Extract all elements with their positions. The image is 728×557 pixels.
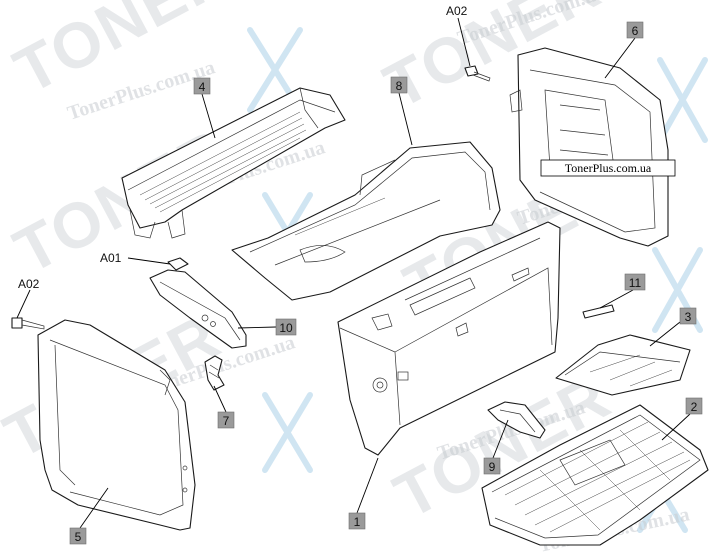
part-5-left-cover (37, 319, 196, 531)
callout-5: 5 (69, 527, 87, 545)
svg-text:1: 1 (354, 515, 361, 529)
tonerplus-badge: TonerPlus.com.ua (540, 159, 676, 177)
part-a01-clip (167, 257, 189, 271)
svg-text:2: 2 (691, 400, 698, 414)
ref-a02-top: A02 (446, 4, 468, 18)
leader-10 (237, 326, 277, 329)
callout-6: 6 (626, 21, 644, 39)
callout-11: 11 (624, 273, 646, 291)
leader-1 (356, 457, 379, 514)
leader-6 (604, 37, 636, 79)
part-4-top-cover (121, 87, 346, 239)
part-a02-top-screw (464, 65, 491, 82)
callout-8: 8 (390, 76, 408, 94)
leader-a02-left (16, 289, 31, 319)
leader-11 (599, 289, 634, 309)
svg-text:6: 6 (632, 24, 639, 38)
leader-a01 (127, 257, 171, 265)
ref-a02-left: A02 (18, 277, 40, 291)
callout-4: 4 (193, 77, 211, 95)
leader-3 (649, 321, 681, 347)
callout-7: 7 (217, 411, 235, 429)
svg-text:3: 3 (685, 310, 692, 324)
part-11-label (582, 304, 615, 319)
svg-text:7: 7 (223, 414, 230, 428)
leader-a02-top (457, 17, 471, 67)
svg-text:10: 10 (279, 321, 293, 335)
leader-4 (201, 93, 216, 139)
ref-a01: A01 (100, 251, 122, 265)
svg-text:9: 9 (489, 460, 496, 474)
part-1-front-housing (337, 221, 561, 456)
callout-9: 9 (483, 457, 501, 475)
part-2-input-tray (481, 404, 709, 546)
watermark-x-5 (262, 392, 313, 473)
part-9-latch (487, 401, 546, 439)
callout-3: 3 (679, 307, 697, 325)
leader-8 (398, 92, 413, 146)
callout-2: 2 (685, 397, 703, 415)
svg-text:11: 11 (629, 276, 642, 290)
leader-lines (16, 17, 691, 529)
callout-10: 10 (275, 318, 297, 336)
leader-5 (79, 487, 109, 529)
svg-text:5: 5 (75, 530, 82, 544)
callout-1: 1 (348, 512, 366, 530)
part-a02-left-screw (11, 317, 45, 330)
leader-9 (492, 419, 509, 459)
leader-7 (213, 385, 227, 413)
badge-text: TonerPlus.com.ua (565, 161, 652, 175)
part-10-side-bracket (149, 269, 247, 349)
svg-text:4: 4 (199, 80, 206, 94)
svg-text:8: 8 (396, 79, 403, 93)
part-7-spring-latch (204, 355, 225, 391)
leader-2 (661, 413, 691, 441)
watermark-x-2 (657, 57, 708, 143)
part-3-output-tray (555, 334, 691, 396)
part-8-paper-tray (231, 141, 501, 301)
